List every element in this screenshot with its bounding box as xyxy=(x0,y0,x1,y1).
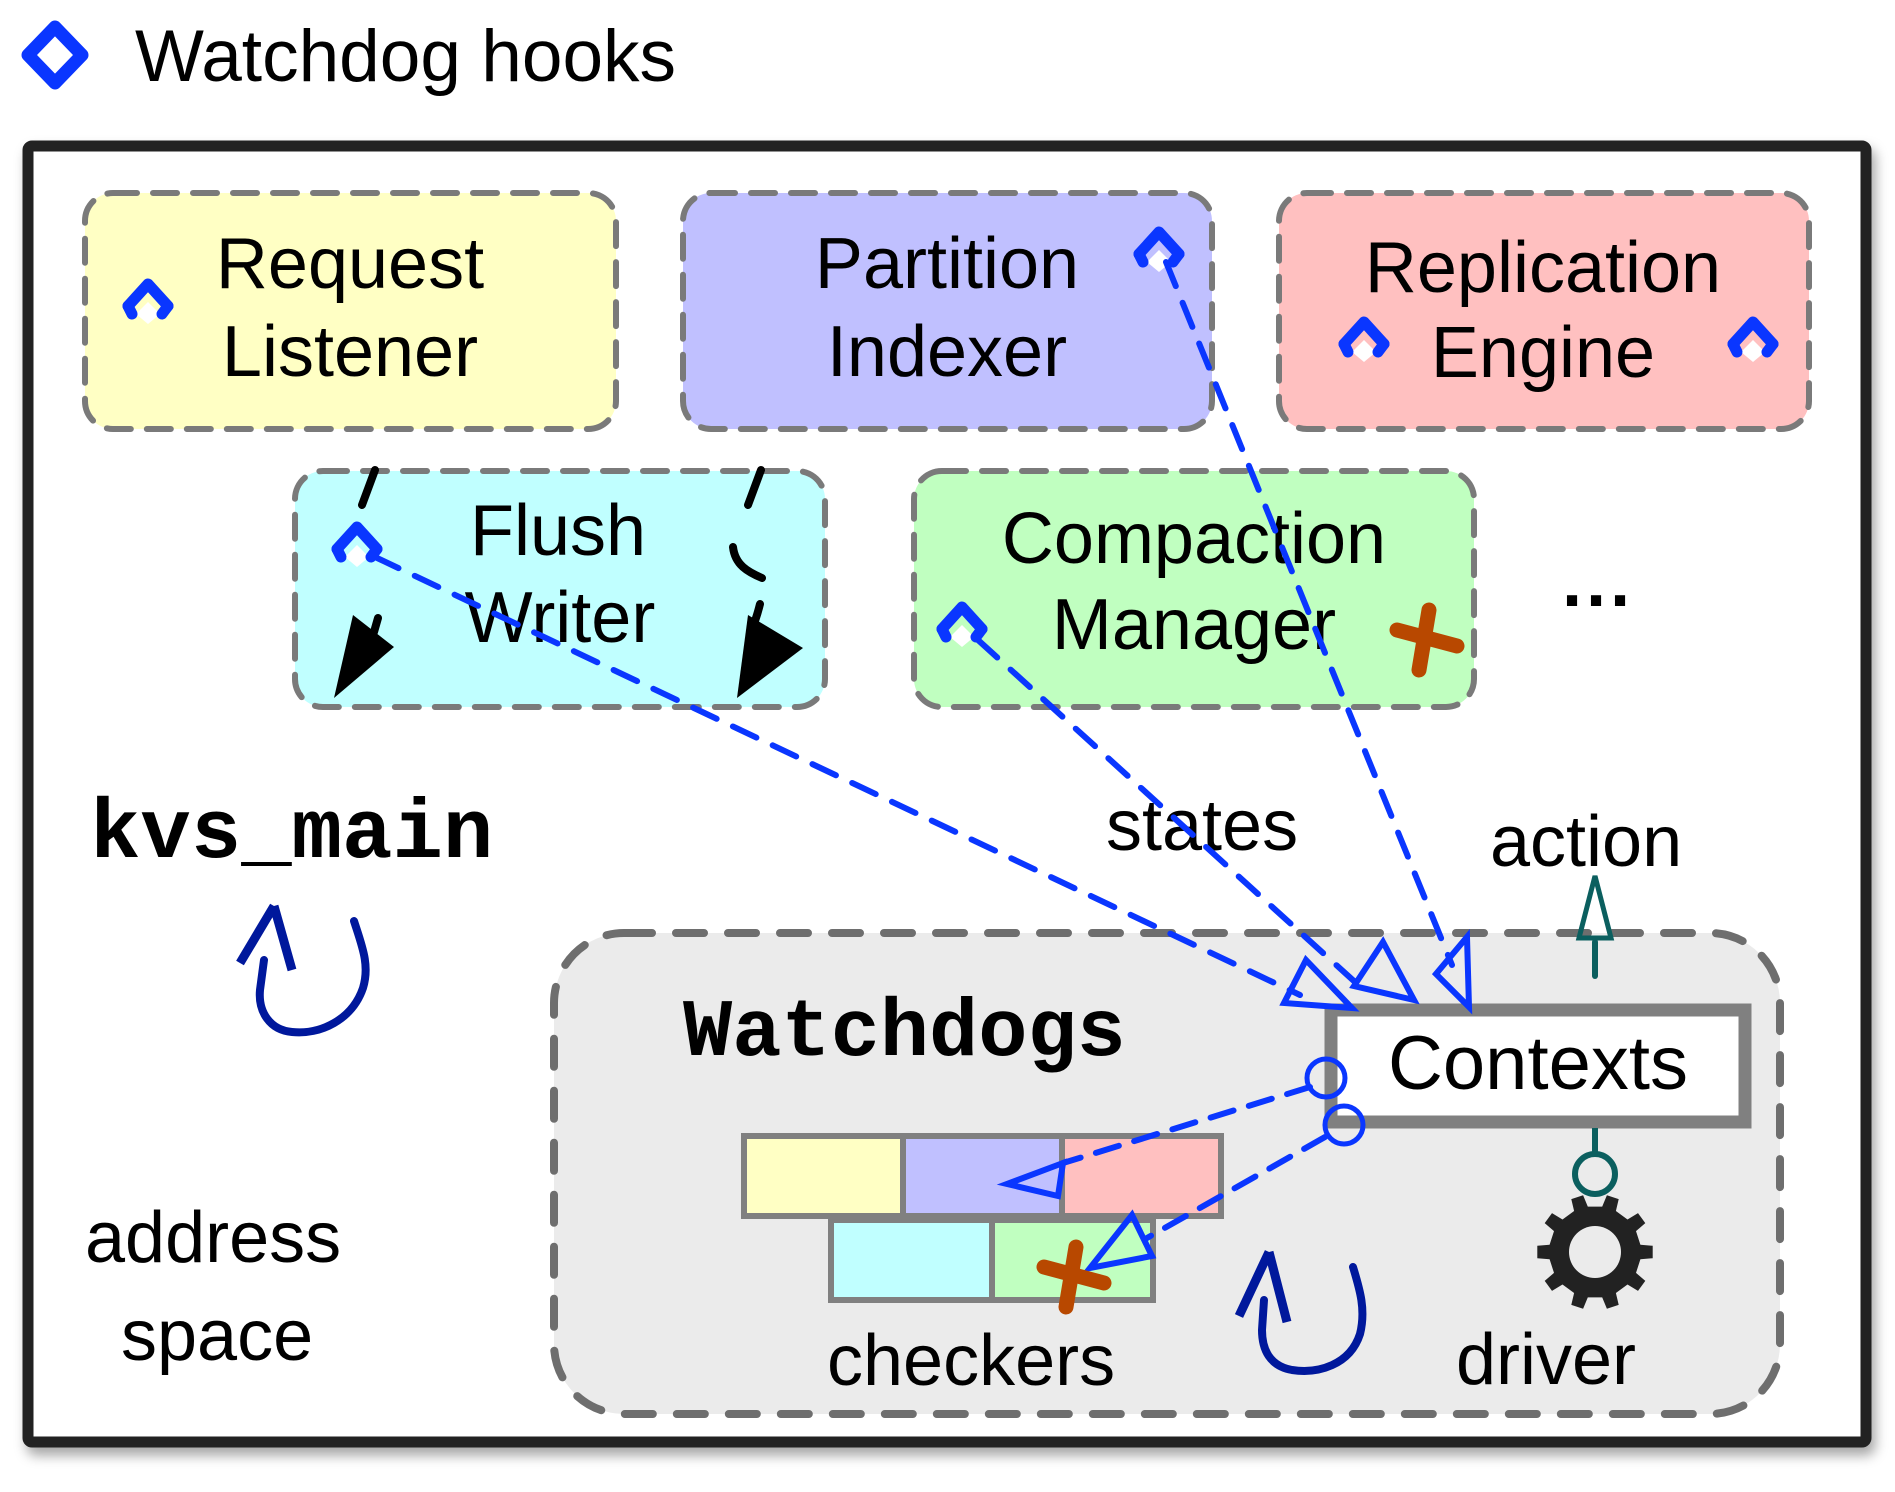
address-space-label-line1: address xyxy=(85,1198,341,1278)
checker-cell xyxy=(741,1133,906,1219)
checker-cell xyxy=(1059,1133,1224,1219)
title-diamond-icon xyxy=(21,20,89,90)
page-title: Watchdog hooks xyxy=(135,16,676,97)
contexts-label: Contexts xyxy=(1388,1021,1688,1106)
states-label: states xyxy=(1106,786,1298,866)
state-line-flush-writer xyxy=(372,554,1303,998)
action-label: action xyxy=(1490,802,1682,882)
checker-cell xyxy=(828,1217,995,1303)
process-label: kvs_main xyxy=(90,788,493,883)
component-label-line1: Request xyxy=(216,224,484,304)
driver-label: driver xyxy=(1456,1320,1636,1400)
thread-arrow-icon xyxy=(729,466,803,698)
component-label-line2: Engine xyxy=(1431,313,1655,393)
checkers-grid xyxy=(741,1133,1224,1303)
component-label-line2: Writer xyxy=(465,578,656,658)
check-flow-lines xyxy=(996,1056,1366,1273)
component-request-listener[interactable]: Request Listener xyxy=(82,190,619,432)
state-line-compaction-manager xyxy=(975,637,1358,985)
component-label-line1: Compaction xyxy=(1002,499,1386,579)
state-arrowheads xyxy=(1279,929,1473,1015)
component-label-line1: Replication xyxy=(1365,228,1721,308)
loop-arrow-icon xyxy=(1234,1250,1367,1375)
contexts-box[interactable]: Contexts xyxy=(1324,1003,1752,1129)
component-label-line1: Flush xyxy=(470,491,646,571)
action-arrow-icon xyxy=(1575,875,1615,979)
gear-icon xyxy=(1537,1195,1653,1309)
component-label-line2: Listener xyxy=(222,312,478,392)
thread-arrow-icon xyxy=(334,466,394,698)
more-components-ellipsis: ··· xyxy=(1562,561,1634,641)
component-partition-indexer[interactable]: Partition Indexer xyxy=(680,190,1215,432)
state-flow-lines xyxy=(372,259,1455,998)
component-label-line2: Indexer xyxy=(827,312,1067,392)
loop-arrow-icon xyxy=(236,903,370,1037)
checker-cell xyxy=(900,1133,1065,1219)
component-replication-engine[interactable]: Replication Engine xyxy=(1276,190,1812,432)
driver-connector xyxy=(1572,1128,1618,1197)
component-compaction-manager[interactable]: Compaction Manager xyxy=(911,468,1477,710)
component-label-line1: Partition xyxy=(815,224,1079,304)
state-line-partition-indexer xyxy=(1163,259,1455,968)
component-label-line2: Manager xyxy=(1052,585,1336,665)
component-flush-writer[interactable]: Flush Writer xyxy=(292,466,828,710)
watchdogs-title: Watchdogs xyxy=(683,987,1126,1080)
address-space-label-line2: space xyxy=(121,1296,313,1376)
checkers-label: checkers xyxy=(827,1321,1115,1401)
